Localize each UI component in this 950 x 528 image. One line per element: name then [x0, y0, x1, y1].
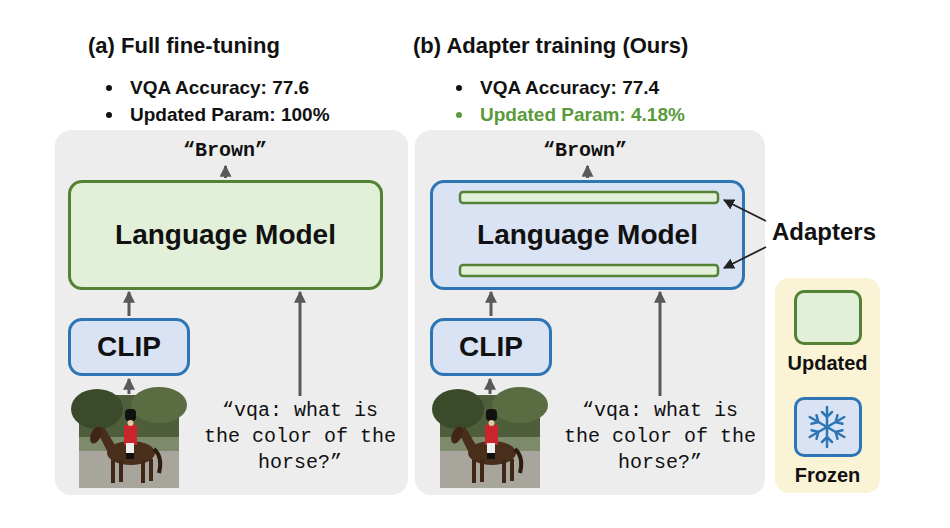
panel-heading: (b) Adapter training (Ours) VQA Accuracy:…: [413, 32, 688, 130]
metric-bullet: Updated Param: 100%: [130, 103, 330, 127]
clip-encoder-box: CLIP: [430, 318, 552, 376]
model-label: CLIP: [459, 330, 523, 364]
legend-panel: UpdatedFrozen: [775, 278, 880, 493]
language-model-box: Language Model: [68, 180, 383, 290]
metric-bullet: VQA Accuracy: 77.6: [130, 76, 330, 100]
callout-wrap: Adapters: [772, 218, 876, 246]
legend-entry: Frozen: [775, 397, 880, 487]
legend-swatch: [794, 290, 862, 345]
horse-photo: [71, 387, 187, 488]
language-model-box: Language Model: [430, 180, 745, 290]
panel-title: (a) Full fine-tuning: [88, 32, 330, 60]
model-label: Language Model: [477, 218, 698, 252]
legend-swatch: [794, 397, 862, 457]
answer-output: “Brown”: [183, 138, 267, 164]
question-prompt: “vqa: what is the color of the horse?”: [560, 398, 760, 476]
answer-text: “Brown”: [183, 138, 267, 164]
flow-arrow: [490, 292, 493, 316]
metric-bullet: VQA Accuracy: 77.4: [480, 76, 688, 100]
flow-arrow: [224, 166, 227, 178]
flow-arrow: [299, 292, 302, 396]
panel-heading: (a) Full fine-tuningVQA Accuracy: 77.6Up…: [88, 32, 330, 130]
answer-text: “Brown”: [543, 138, 627, 164]
question-prompt: “vqa: what is the color of the horse?”: [200, 398, 400, 476]
answer-output: “Brown”: [543, 138, 627, 164]
image-arrow: [128, 379, 131, 394]
legend-label: Frozen: [795, 463, 861, 487]
question-text: “vqa: what is the color of the horse?”: [200, 398, 400, 476]
question-text: “vqa: what is the color of the horse?”: [560, 398, 760, 476]
panel-title: (b) Adapter training (Ours): [413, 32, 688, 60]
flow-arrow: [659, 292, 662, 396]
image-arrow: [489, 379, 492, 394]
legend-label: Updated: [788, 351, 868, 375]
flow-arrow: [128, 292, 131, 316]
horse-photo: [432, 387, 548, 488]
legend-entry: Updated: [775, 290, 880, 375]
clip-encoder-box: CLIP: [68, 318, 190, 376]
metric-bullet: Updated Param: 4.18%: [480, 103, 688, 127]
model-label: CLIP: [97, 330, 161, 364]
callout-label: Adapters: [772, 218, 876, 246]
model-label: Language Model: [115, 218, 336, 252]
flow-arrow: [586, 166, 589, 178]
